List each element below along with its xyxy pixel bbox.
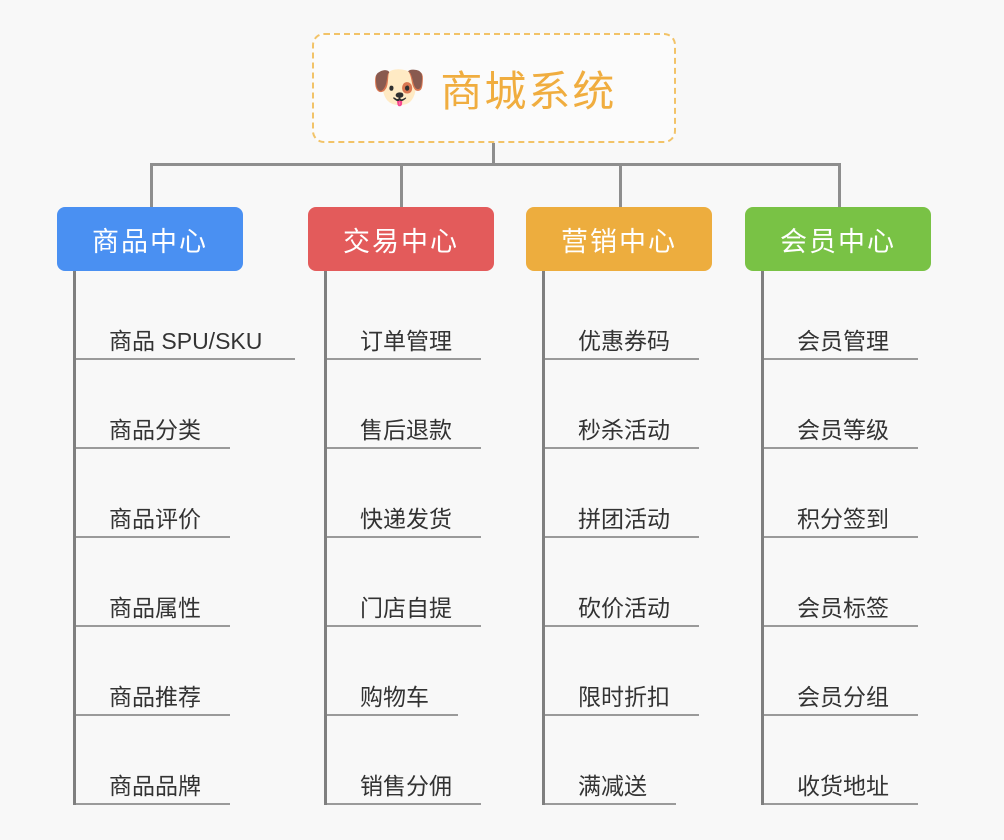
leaf-underline bbox=[545, 447, 699, 449]
list-item-label: 快递发货 bbox=[360, 505, 452, 532]
leaf-underline bbox=[327, 803, 481, 805]
leaf-underline bbox=[545, 803, 676, 805]
list-item[interactable]: 会员管理 bbox=[764, 271, 931, 360]
leaf-underline bbox=[764, 358, 918, 360]
leaf-underline bbox=[545, 714, 699, 716]
connector-drop-1 bbox=[150, 163, 153, 208]
list-item-label: 收货地址 bbox=[797, 772, 889, 799]
branch-header-label: 商品中心 bbox=[92, 226, 208, 257]
list-item[interactable]: 门店自提 bbox=[327, 538, 494, 627]
connector-root-stem bbox=[492, 143, 495, 166]
leaf-underline bbox=[545, 625, 699, 627]
shiba-dog-emoji-icon: 🐶 bbox=[371, 63, 427, 112]
branch-items-marketing: 优惠券码 秒杀活动 拼团活动 砍价活动 限时折扣 满减送 bbox=[542, 271, 712, 805]
branch-items-product: 商品 SPU/SKU 商品分类 商品评价 商品属性 商品推荐 商品品牌 bbox=[73, 271, 295, 805]
list-item[interactable]: 售后退款 bbox=[327, 360, 494, 449]
list-item[interactable]: 商品分类 bbox=[76, 360, 268, 449]
list-item-label: 商品评价 bbox=[109, 505, 201, 532]
leaf-underline bbox=[764, 714, 918, 716]
connector-drop-3 bbox=[619, 163, 622, 208]
root-node-label: 商城系统 bbox=[440, 67, 617, 115]
list-item-label: 限时折扣 bbox=[578, 683, 670, 710]
leaf-underline bbox=[545, 358, 699, 360]
list-item[interactable]: 订单管理 bbox=[327, 271, 494, 360]
list-item-label: 商品分类 bbox=[109, 416, 201, 443]
leaf-underline bbox=[764, 536, 918, 538]
list-item-label: 商品推荐 bbox=[109, 683, 201, 710]
list-item[interactable]: 优惠券码 bbox=[545, 271, 712, 360]
list-item-label: 会员分组 bbox=[797, 683, 889, 710]
leaf-underline bbox=[327, 625, 481, 627]
leaf-underline bbox=[76, 714, 230, 716]
leaf-underline bbox=[76, 358, 295, 360]
leaf-underline bbox=[76, 536, 230, 538]
list-item[interactable]: 商品评价 bbox=[76, 449, 268, 538]
leaf-underline bbox=[76, 447, 230, 449]
branch-items-member: 会员管理 会员等级 积分签到 会员标签 会员分组 收货地址 bbox=[761, 271, 931, 805]
list-item[interactable]: 商品 SPU/SKU bbox=[76, 271, 295, 360]
list-item-label: 优惠券码 bbox=[578, 327, 670, 354]
leaf-underline bbox=[764, 447, 918, 449]
connector-horizontal-bus bbox=[150, 163, 841, 166]
branch-column-marketing: 营销中心 优惠券码 秒杀活动 拼团活动 砍价活动 限时折扣 bbox=[526, 207, 712, 805]
list-item[interactable]: 会员标签 bbox=[764, 538, 931, 627]
list-item[interactable]: 拼团活动 bbox=[545, 449, 712, 538]
list-item[interactable]: 限时折扣 bbox=[545, 627, 712, 716]
leaf-underline bbox=[327, 536, 481, 538]
branch-header-product[interactable]: 商品中心 bbox=[57, 207, 243, 271]
leaf-underline bbox=[764, 803, 918, 805]
list-item[interactable]: 快递发货 bbox=[327, 449, 494, 538]
list-item[interactable]: 商品属性 bbox=[76, 538, 268, 627]
list-item-label: 满减送 bbox=[578, 772, 647, 799]
list-item-label: 售后退款 bbox=[360, 416, 452, 443]
list-item-label: 会员等级 bbox=[797, 416, 889, 443]
list-item-label: 商品属性 bbox=[109, 594, 201, 621]
list-item-label: 销售分佣 bbox=[360, 772, 452, 799]
branch-column-product: 商品中心 商品 SPU/SKU 商品分类 商品评价 商品属性 商品推荐 bbox=[57, 207, 295, 805]
connector-drop-2 bbox=[400, 163, 403, 208]
branch-header-marketing[interactable]: 营销中心 bbox=[526, 207, 712, 271]
branch-header-label: 营销中心 bbox=[561, 226, 677, 257]
list-item-label: 砍价活动 bbox=[578, 594, 670, 621]
branch-header-label: 交易中心 bbox=[343, 226, 459, 257]
branch-column-trade: 交易中心 订单管理 售后退款 快递发货 门店自提 购物车 bbox=[308, 207, 494, 805]
leaf-underline bbox=[327, 714, 458, 716]
list-item-label: 会员管理 bbox=[797, 327, 889, 354]
branch-header-trade[interactable]: 交易中心 bbox=[308, 207, 494, 271]
list-item[interactable]: 砍价活动 bbox=[545, 538, 712, 627]
list-item[interactable]: 购物车 bbox=[327, 627, 494, 716]
list-item[interactable]: 商品品牌 bbox=[76, 716, 268, 805]
leaf-underline bbox=[545, 536, 699, 538]
list-item[interactable]: 满减送 bbox=[545, 716, 712, 805]
branch-column-member: 会员中心 会员管理 会员等级 积分签到 会员标签 会员分组 bbox=[745, 207, 931, 805]
leaf-underline bbox=[764, 625, 918, 627]
leaf-underline bbox=[327, 447, 481, 449]
connector-drop-4 bbox=[838, 163, 841, 208]
list-item[interactable]: 销售分佣 bbox=[327, 716, 494, 805]
branch-header-label: 会员中心 bbox=[780, 226, 896, 257]
list-item[interactable]: 积分签到 bbox=[764, 449, 931, 538]
list-item-label: 门店自提 bbox=[360, 594, 452, 621]
list-item[interactable]: 收货地址 bbox=[764, 716, 931, 805]
list-item[interactable]: 会员等级 bbox=[764, 360, 931, 449]
list-item-label: 订单管理 bbox=[360, 327, 452, 354]
branch-items-trade: 订单管理 售后退款 快递发货 门店自提 购物车 销售分佣 bbox=[324, 271, 494, 805]
list-item-label: 拼团活动 bbox=[578, 505, 670, 532]
root-node[interactable]: 🐶 商城系统 bbox=[312, 33, 676, 143]
leaf-underline bbox=[76, 625, 230, 627]
list-item[interactable]: 秒杀活动 bbox=[545, 360, 712, 449]
list-item-label: 秒杀活动 bbox=[578, 416, 670, 443]
branch-header-member[interactable]: 会员中心 bbox=[745, 207, 931, 271]
list-item-label: 商品品牌 bbox=[109, 772, 201, 799]
list-item-label: 购物车 bbox=[360, 683, 429, 710]
list-item[interactable]: 商品推荐 bbox=[76, 627, 268, 716]
list-item-label: 商品 SPU/SKU bbox=[109, 327, 263, 354]
list-item-label: 积分签到 bbox=[797, 505, 889, 532]
leaf-underline bbox=[327, 358, 481, 360]
leaf-underline bbox=[76, 803, 230, 805]
list-item-label: 会员标签 bbox=[797, 594, 889, 621]
list-item[interactable]: 会员分组 bbox=[764, 627, 931, 716]
